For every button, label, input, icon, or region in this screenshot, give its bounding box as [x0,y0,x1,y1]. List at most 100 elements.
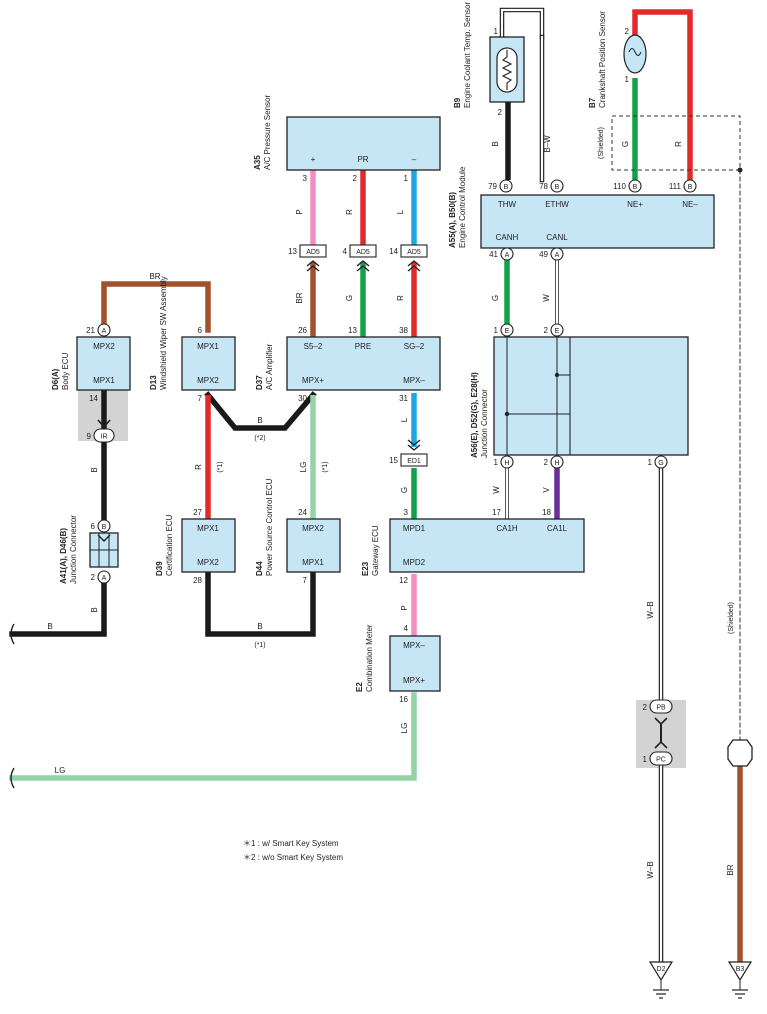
svg-text:A/C Pressure Sensor: A/C Pressure Sensor [263,95,272,170]
ecm-box [480,194,715,249]
svg-text:7: 7 [198,394,203,403]
svg-text:W: W [492,486,501,494]
svg-text:A56(E), D52(G), E28(H): A56(E), D52(G), E28(H) [470,372,479,458]
e2-mpxm: MPX– [403,641,425,650]
e23-box [389,518,585,573]
ecm-ethw: ETHW [545,200,569,209]
b7-shield-box [611,115,741,171]
svg-text:D39: D39 [155,561,164,576]
svg-text:G: G [658,460,663,467]
svg-text:D44: D44 [255,561,264,576]
svg-text:Engine Control Module: Engine Control Module [458,166,467,248]
ecm-nem: NE– [682,200,698,209]
svg-text:A/C Amplifier: A/C Amplifier [265,343,274,390]
svg-text:R: R [396,295,405,301]
d37-mpxm: MPX– [403,376,425,385]
b7-sensor [623,34,647,74]
connector-chevrons [306,260,421,451]
svg-text:1: 1 [494,326,499,335]
legend-note-1: ＊1 : w/ Smart Key System [243,839,339,848]
svg-text:G: G [400,487,409,493]
svg-text:BR: BR [149,272,160,281]
svg-text:B: B [90,467,99,472]
svg-text:P: P [400,605,409,610]
svg-text:26: 26 [298,326,307,335]
d13-mpx1: MPX1 [197,342,219,351]
component-labels: A35 A/C Pressure Sensor B9 Engine Coolan… [51,2,607,692]
svg-text:B3: B3 [736,966,745,973]
ir-connector: IR [93,419,115,443]
pb-connector: PB [649,699,673,726]
pc-connector: PC [649,724,673,766]
ecm-canl: CANL [546,233,568,242]
svg-text:2: 2 [353,174,358,183]
svg-text:27: 27 [193,508,202,517]
svg-text:A: A [555,252,560,259]
svg-text:D2: D2 [657,966,666,973]
svg-text:(*1): (*1) [217,461,224,472]
svg-text:24: 24 [298,508,307,517]
ad5-connector-2: AD5 [349,244,377,258]
svg-text:2: 2 [625,27,630,36]
svg-text:28: 28 [193,576,202,585]
svg-text:PC: PC [656,757,666,764]
ground-d2: D2 [648,961,674,999]
svg-text:13: 13 [288,247,297,256]
d37-pre: PRE [355,342,371,351]
d39-mpx2: MPX2 [197,558,219,567]
svg-text:31: 31 [399,394,408,403]
d39-mpx1: MPX1 [197,524,219,533]
svg-text:15: 15 [389,456,398,465]
e2-mpxp: MPX+ [403,676,425,685]
svg-text:79: 79 [488,182,497,191]
svg-text:G: G [491,295,500,301]
svg-text:B: B [555,184,560,191]
svg-text:30: 30 [298,394,307,403]
break-mark-lg [10,767,15,789]
ad5-connector-3: AD5 [400,244,428,258]
svg-text:PB: PB [656,705,666,712]
svg-text:Crankshaft Position Sensor: Crankshaft Position Sensor [598,11,607,108]
svg-text:D37: D37 [255,375,264,390]
svg-text:L: L [400,417,409,422]
svg-text:B: B [633,184,638,191]
svg-text:W: W [542,294,551,302]
break-mark-b [10,623,15,645]
svg-text:2: 2 [544,326,549,335]
d44-mpx1: MPX1 [302,558,324,567]
a35-pin-pr: PR [357,155,368,164]
svg-text:(*1): (*1) [254,642,265,649]
pin-numbers: 1 2 2 1 3 2 1 79 78 110 111 41 49 13 4 1… [86,27,681,764]
svg-text:A: A [505,252,510,259]
svg-text:1: 1 [404,174,409,183]
d37-s52: S5–2 [304,342,323,351]
svg-text:R: R [345,209,354,215]
wire-lg-e2-out [9,692,417,781]
svg-text:3: 3 [404,508,409,517]
ecm-canh: CANH [496,233,519,242]
svg-text:W–B: W–B [646,861,655,878]
svg-text:13: 13 [348,326,357,335]
svg-text:16: 16 [399,695,408,704]
svg-text:1: 1 [643,755,648,764]
svg-text:L: L [396,209,405,214]
svg-text:(*1): (*1) [322,461,329,472]
svg-text:18: 18 [542,508,551,517]
svg-text:111: 111 [669,182,682,191]
svg-text:E: E [505,328,510,335]
svg-text:B: B [47,622,52,631]
a35-pin-minus: – [412,155,417,164]
svg-text:4: 4 [404,624,409,633]
svg-text:2: 2 [91,573,96,582]
svg-text:R: R [674,141,683,147]
svg-text:9: 9 [87,432,92,441]
shielded-label: (Shielded) [728,602,735,634]
svg-text:A41(A), D46(B): A41(A), D46(B) [59,528,68,584]
svg-text:V: V [542,487,551,493]
d13-mpx2: MPX2 [197,376,219,385]
b9-shield-loop [499,7,545,40]
svg-text:A: A [102,575,107,582]
svg-text:B–W: B–W [543,135,552,153]
e2-box [389,635,441,692]
